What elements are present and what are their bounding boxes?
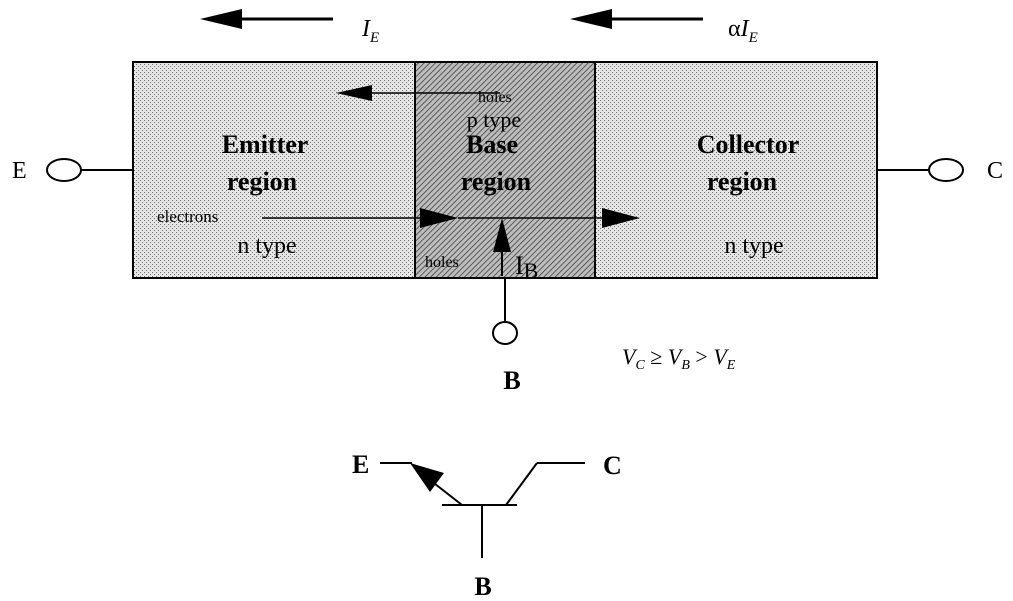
- base-current-label: IB: [515, 251, 538, 283]
- symbol-collector-label: C: [603, 451, 622, 480]
- base-holes-top-label: holes: [478, 89, 512, 106]
- base-terminal: [492, 278, 518, 345]
- symbol-base-label: B: [474, 572, 491, 601]
- collector-current-arrow: [570, 9, 703, 29]
- collector-region-title: Collector: [697, 130, 800, 159]
- electrons-label: electrons: [157, 207, 218, 226]
- holes-flow-arrow: [336, 85, 500, 101]
- base-type-label: p type: [467, 107, 521, 132]
- collector-terminal: [877, 158, 964, 182]
- base-region-subtitle: region: [461, 167, 532, 196]
- base-holes-bottom-label: holes: [425, 254, 459, 271]
- collector-region-subtitle: region: [707, 167, 778, 196]
- collector-region: [594, 61, 878, 279]
- npn-transistor-symbol: [380, 462, 585, 558]
- base-region-title: Base: [466, 130, 518, 159]
- base-current-arrow: [493, 218, 511, 276]
- emitter-terminal-label: E: [12, 158, 27, 184]
- emitter-terminal: [46, 158, 133, 182]
- collector-current-label: αIE: [728, 16, 758, 46]
- electron-flow-arrow: [262, 208, 640, 228]
- emitter-region-title: Emitter: [222, 130, 309, 159]
- base-terminal-label: B: [503, 366, 520, 395]
- collector-type-label: n type: [724, 233, 783, 259]
- emitter-current-arrow: [200, 9, 333, 29]
- emitter-region-subtitle: region: [227, 167, 298, 196]
- voltage-condition: VC ≥ VB > VE: [622, 344, 736, 373]
- emitter-type-label: n type: [237, 233, 296, 259]
- symbol-emitter-label: E: [352, 450, 369, 479]
- emitter-current-label: IE: [361, 16, 379, 46]
- collector-terminal-label: C: [987, 158, 1003, 184]
